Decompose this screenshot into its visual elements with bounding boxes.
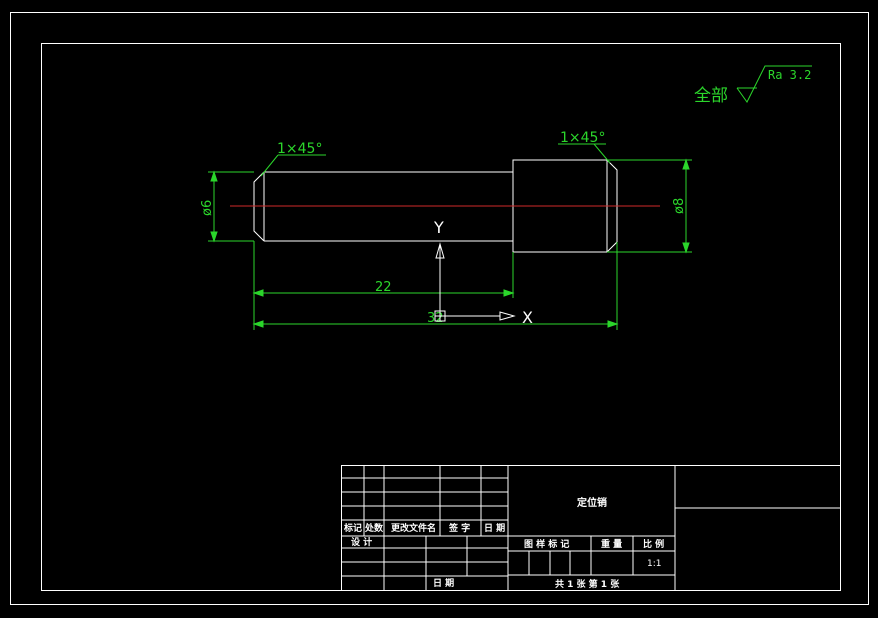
ucs-y-label: Y <box>433 218 444 237</box>
surface-finish-prefix: 全部 <box>694 86 728 106</box>
tb-design-label: 设 计 <box>351 536 372 548</box>
length-total-arrow-left <box>252 320 264 328</box>
length-short-label: 22 <box>375 280 392 295</box>
diameter-right-arrow-bottom <box>682 242 690 254</box>
outer-sheet-border <box>10 12 869 605</box>
diameter-right-dimension[interactable] <box>607 158 692 254</box>
surface-finish-annotation[interactable]: 全部 Ra 3.2 <box>694 65 812 106</box>
tb-sheet-info: 共 1 张 第 1 张 <box>555 578 620 590</box>
diameter-right-label: ø8 <box>672 198 687 214</box>
chamfer-left-label: 1×45° <box>277 141 322 157</box>
tb-header-signature: 签 字 <box>448 522 470 534</box>
tb-header-date: 日 期 <box>484 522 505 534</box>
diameter-right-arrow-top <box>682 158 690 170</box>
diameter-left-dimension[interactable] <box>208 170 254 243</box>
tb-scale-value: 1:1 <box>647 559 661 569</box>
chamfer-left-annotation[interactable]: 1×45° <box>260 141 326 177</box>
length-short-arrow-right <box>503 289 515 297</box>
length-total-arrow-right <box>607 320 619 328</box>
length-dimensions[interactable] <box>252 241 619 330</box>
tb-header-count: 处数 <box>364 522 384 534</box>
title-block-text: 标记 处数 更改文件名 签 字 日 期 设 计 日 期 定位销 图 样 标 记 … <box>343 496 664 590</box>
diameter-left-arrow-bottom <box>210 231 218 243</box>
tb-scale-label: 比 例 <box>643 538 664 550</box>
title-block-outline <box>341 465 841 591</box>
ucs-axes-icon[interactable] <box>434 242 516 322</box>
tb-header-mark: 标记 <box>343 522 362 534</box>
tb-weight-label: 重 量 <box>601 538 622 550</box>
tb-header-change-file: 更改文件名 <box>391 522 436 534</box>
diameter-left-label: ø6 <box>200 200 215 216</box>
surface-finish-value: Ra 3.2 <box>768 68 811 82</box>
chamfer-right-annotation[interactable]: 1×45° <box>558 130 611 164</box>
chamfer-left-leader <box>260 154 279 177</box>
surface-finish-symbol <box>736 65 812 103</box>
tb-date-label: 日 期 <box>433 577 454 589</box>
part-name: 定位销 <box>577 496 607 509</box>
pin-small-section <box>253 171 513 242</box>
ucs-x-label: X <box>522 308 533 327</box>
diameter-left-arrow-top <box>210 170 218 182</box>
ucs-y-arrow <box>435 242 445 259</box>
chamfer-right-label: 1×45° <box>560 130 605 146</box>
length-short-arrow-left <box>252 289 264 297</box>
title-block[interactable] <box>341 465 841 591</box>
tb-drawing-mark-label: 图 样 标 记 <box>524 538 569 550</box>
ucs-x-arrow <box>499 311 516 321</box>
